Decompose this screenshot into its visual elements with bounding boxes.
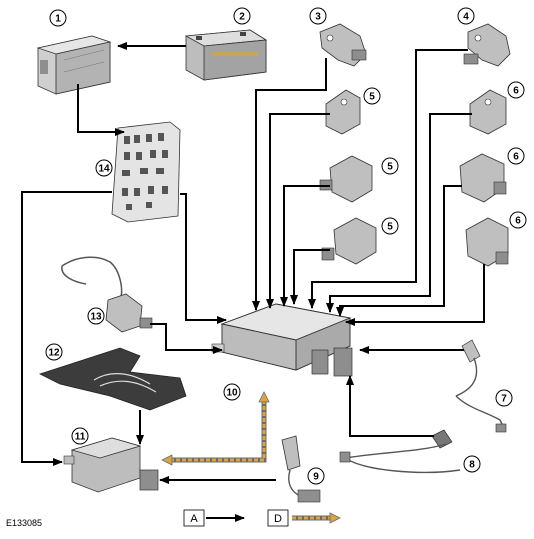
component-2-battery [186, 30, 266, 80]
callout-2: 2 [234, 8, 250, 24]
callout-13: 13 [88, 308, 104, 324]
legend-a-label: A [190, 513, 198, 525]
callout-number: 12 [48, 348, 60, 359]
component-6-sensor-a [470, 90, 506, 134]
callout-9: 9 [308, 468, 324, 484]
callout-number: 6 [513, 152, 519, 163]
callout-10: 10 [224, 384, 240, 400]
callout-number: 13 [90, 312, 102, 323]
legend: A D [184, 510, 340, 526]
callout-6: 6 [508, 82, 524, 98]
callout-14: 14 [96, 160, 112, 176]
component-4-sensor [464, 24, 510, 66]
callout-number: 9 [313, 472, 319, 483]
figure-code: E133085 [6, 518, 42, 528]
callout-number: 3 [315, 12, 321, 23]
legend-d-label: D [274, 513, 282, 525]
component-10-rcm [212, 304, 352, 376]
callout-5: 5 [382, 218, 398, 234]
component-6-sensor-c [466, 218, 508, 266]
callout-11: 11 [72, 428, 88, 444]
component-14-fusebox [112, 122, 180, 222]
callout-7: 7 [496, 390, 512, 406]
callout-number: 1 [55, 14, 61, 25]
callout-number: 2 [239, 12, 245, 23]
callout-12: 12 [46, 344, 62, 360]
callout-number: 14 [98, 164, 110, 175]
callout-number: 11 [75, 432, 86, 443]
component-13-harness [62, 257, 152, 332]
callout-4: 4 [458, 8, 474, 24]
callout-number: 7 [501, 394, 507, 405]
legend-d-arrowhead [330, 513, 340, 523]
callout-6: 6 [510, 212, 526, 228]
callout-5: 5 [364, 88, 380, 104]
component-5-sensor-b [320, 156, 372, 202]
connections-a [22, 46, 484, 480]
callout-number: 8 [469, 460, 475, 471]
callout-6: 6 [508, 148, 524, 164]
component-5-sensor-c [322, 218, 376, 264]
callout-number: 6 [515, 216, 521, 227]
component-1-bcm [38, 36, 110, 94]
callout-number: 10 [226, 388, 238, 399]
component-11-module [64, 438, 158, 492]
callout-number: 5 [387, 162, 393, 173]
component-12-occupancy-mat [40, 348, 186, 410]
callout-8: 8 [464, 456, 480, 472]
connections-d [162, 392, 269, 465]
callout-number: 5 [369, 92, 375, 103]
callout-1: 1 [50, 10, 66, 26]
component-5-sensor-a [326, 90, 360, 134]
component-7-harness [456, 340, 506, 432]
callout-5: 5 [382, 158, 398, 174]
callout-number: 4 [463, 12, 469, 23]
component-6-sensor-b [460, 154, 506, 202]
callout-number: 5 [387, 222, 393, 233]
callout-3: 3 [310, 8, 326, 24]
callout-number: 6 [513, 86, 519, 97]
